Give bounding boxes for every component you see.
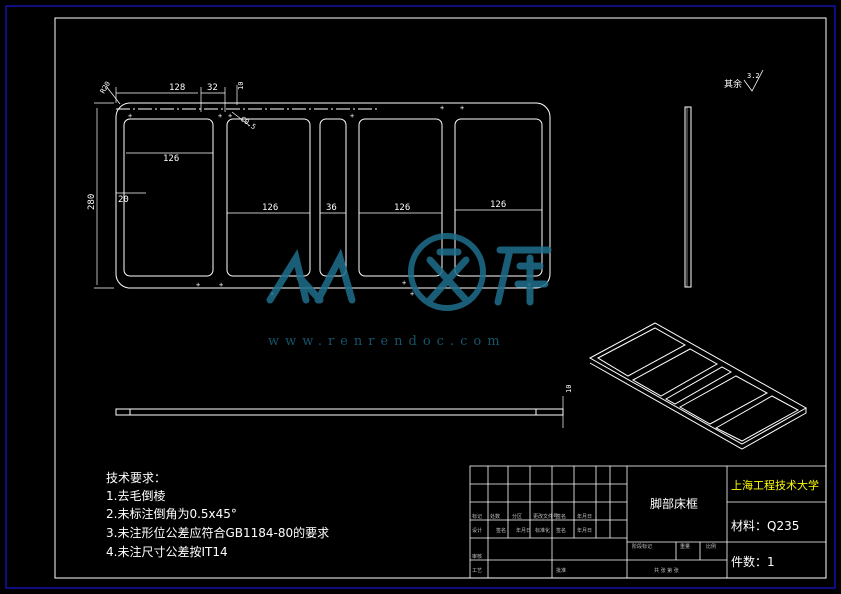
dim-126-d: 126	[490, 200, 506, 210]
tech-item-2: 2.未标注倒角为0.5x45°	[106, 506, 237, 521]
roughness-label: 其余	[724, 78, 742, 90]
school-name: 上海工程技术大学	[731, 478, 819, 492]
dim-32: 32	[207, 83, 218, 93]
tech-item-1: 1.去毛倒棱	[106, 488, 165, 503]
svg-text:设计: 设计	[472, 527, 482, 534]
svg-text:+: +	[219, 281, 223, 289]
svg-text:+: +	[402, 279, 406, 287]
svg-text:共 张 第 张: 共 张 第 张	[654, 567, 679, 574]
dim-280: 280	[87, 194, 97, 210]
opening-1	[123, 118, 214, 277]
tech-requirements: 技术要求： 1.去毛倒棱 2.未标注倒角为0.5x45° 3.未注形位公差应符合…	[106, 471, 329, 559]
front-view	[115, 102, 551, 289]
dim-126-b: 126	[262, 203, 278, 213]
part-name: 脚部床框	[650, 496, 698, 511]
opening-3	[319, 118, 347, 277]
svg-text:审核: 审核	[472, 553, 482, 560]
roughness-value: 3.2	[747, 72, 760, 80]
dim-20: 20	[118, 195, 129, 205]
isometric-view	[588, 322, 808, 450]
material: 材料：Q235	[731, 519, 799, 533]
svg-text:处数: 处数	[490, 513, 500, 520]
watermark-url: www.renrendoc.com	[268, 334, 506, 349]
svg-text:+: +	[440, 104, 444, 112]
dim-r20: R20	[99, 80, 112, 95]
svg-text:阶段标记: 阶段标记	[632, 543, 652, 550]
svg-text:+: +	[460, 104, 464, 112]
dim-10-side: 10	[565, 385, 573, 393]
svg-text:比例: 比例	[706, 543, 716, 550]
dim-126-c: 126	[394, 203, 410, 213]
inner-border	[54, 17, 827, 579]
svg-text:标记: 标记	[472, 513, 482, 520]
svg-text:签名: 签名	[556, 513, 566, 520]
svg-text:批准: 批准	[556, 567, 566, 574]
dim-128: 128	[169, 83, 185, 93]
svg-text:+: +	[350, 112, 354, 120]
opening-2	[226, 118, 311, 277]
title-block-cells: 标记 处数 分区 更改文件号 签名 年月日 设计 签名 年月日 标准化 签名 年…	[472, 513, 716, 574]
svg-text:工艺: 工艺	[472, 568, 482, 574]
dim-126-a: 126	[163, 154, 179, 164]
bottom-view	[115, 396, 564, 428]
dimension-lines	[94, 85, 542, 289]
dim-36: 36	[326, 203, 337, 213]
roughness-symbol-icon	[743, 69, 764, 92]
watermark: www.renrendoc.com	[266, 233, 552, 349]
svg-text:+: +	[196, 281, 200, 289]
opening-5	[454, 118, 543, 277]
svg-text:重量: 重量	[680, 543, 690, 550]
tech-item-3: 3.未注形位公差应符合GB1184-80的要求	[106, 525, 329, 540]
frame-outline	[115, 102, 551, 289]
svg-text:签名: 签名	[496, 527, 506, 534]
svg-text:签名: 签名	[556, 527, 566, 534]
outer-border	[5, 5, 836, 589]
svg-text:分区: 分区	[512, 513, 522, 520]
mount-marks: + + + + + + + + + + + +	[128, 104, 531, 298]
title-block	[469, 465, 827, 579]
side-view	[684, 106, 692, 288]
svg-text:+: +	[228, 112, 232, 120]
svg-text:+: +	[218, 112, 222, 120]
svg-text:标准化: 标准化	[535, 527, 550, 534]
opening-4	[358, 118, 443, 277]
svg-text:年月日: 年月日	[577, 527, 592, 534]
watermark-logo-icon	[408, 233, 486, 311]
tech-heading: 技术要求：	[106, 471, 166, 485]
svg-text:年月日: 年月日	[516, 527, 531, 534]
quantity: 件数：1	[731, 554, 775, 569]
svg-text:年月日: 年月日	[577, 513, 592, 520]
dim-c05: C0.5	[239, 115, 257, 131]
tech-item-4: 4.未注尺寸公差按IT14	[106, 544, 228, 559]
svg-text:更改文件号: 更改文件号	[533, 513, 558, 520]
dim-10-top: 10	[237, 82, 245, 90]
svg-text:+: +	[410, 290, 414, 298]
svg-text:+: +	[128, 112, 132, 120]
